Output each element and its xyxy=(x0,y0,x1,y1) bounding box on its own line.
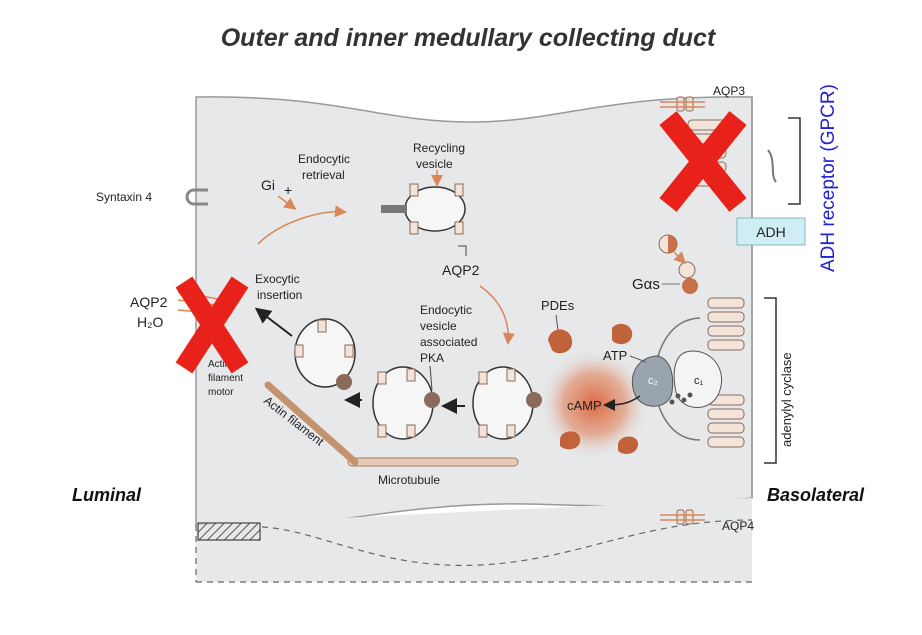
recycling-vesicle-line2: vesicle xyxy=(416,157,453,171)
neighbor-cell-outline xyxy=(261,519,753,567)
microtubule-label: Microtubule xyxy=(378,473,440,487)
luminal-label: Luminal xyxy=(72,485,142,505)
aqp2-left-label: AQP2 xyxy=(130,294,168,310)
red-cross-mark-left xyxy=(175,276,249,374)
actin-motor-line1: Actin xyxy=(208,359,230,370)
pka-vesicle-middle xyxy=(372,366,440,440)
c2-label: c₂ xyxy=(648,375,658,387)
adenylyl-cyclase-bracket xyxy=(764,297,777,464)
endo-pka-line1: Endocytic xyxy=(420,303,472,317)
retrieval-arrow xyxy=(257,205,347,245)
aqp3-channel-icon xyxy=(660,96,705,112)
aqp4-channel-icon xyxy=(660,509,705,525)
retrieval-fragment xyxy=(381,205,407,213)
actin-filament-bar xyxy=(264,381,359,466)
gpcr-bracket xyxy=(788,117,801,205)
gas-label: Gαs xyxy=(632,276,660,293)
exocytic-line1: Exocytic xyxy=(255,272,300,286)
gi-label: Gi xyxy=(261,177,275,193)
exocytic-line2: insertion xyxy=(257,288,302,302)
g-protein-icon xyxy=(658,234,698,294)
basolateral-label: Basolateral xyxy=(767,485,865,505)
pdes-label: PDEs xyxy=(541,298,575,313)
syntaxin-label: Syntaxin 4 xyxy=(96,190,152,204)
aqp2-to-pka-arrow xyxy=(479,285,515,345)
endocytic-retrieval-line2: retrieval xyxy=(302,168,345,182)
gi-arrow xyxy=(277,195,297,210)
microtubule-bar xyxy=(347,457,519,467)
adh-label: ADH xyxy=(756,224,786,240)
aqp2-top-pointer xyxy=(458,245,467,256)
aqp4-label: AQP4 xyxy=(722,519,754,533)
red-cross-mark-right xyxy=(659,111,747,212)
cell-lower-body xyxy=(196,498,752,582)
h2o-label: H₂O xyxy=(137,314,164,330)
recycling-vesicle-line1: Recycling xyxy=(413,141,465,155)
gi-plus: + xyxy=(284,182,292,198)
actin-motor-line3: motor xyxy=(208,387,234,398)
exocytic-arrow xyxy=(254,307,293,337)
endo-pka-line3: associated xyxy=(420,335,477,349)
actin-motor-line2: filament xyxy=(208,373,243,384)
aqp3-label: AQP3 xyxy=(713,84,745,98)
syntaxin-icon xyxy=(185,188,208,206)
adh-receptor-note: ADH receptor (GPCR) xyxy=(818,84,839,272)
recycling-vesicle xyxy=(404,183,466,235)
camp-label: cAMP xyxy=(567,398,602,413)
adh-box xyxy=(736,217,806,246)
atp-pointer xyxy=(629,355,647,363)
adenylyl-cyclase-label: adenylyl cyclase xyxy=(779,352,794,447)
cyclase-catalytic-domains xyxy=(632,350,723,408)
endocytic-retrieval-line1: Endocytic xyxy=(298,152,350,166)
endo-pka-line4: PKA xyxy=(420,351,444,365)
atp-label: ATP xyxy=(603,348,627,363)
tight-junction xyxy=(197,522,261,541)
atp-to-camp-arrow xyxy=(603,395,641,411)
pka-vesicle-right xyxy=(472,366,542,440)
c1-label: c₁ xyxy=(694,375,704,387)
diagram-title: Outer and inner medullary collecting duc… xyxy=(221,24,717,52)
camp-glow xyxy=(538,348,650,460)
exocytic-vesicle xyxy=(294,318,356,390)
pde-enzymes xyxy=(548,323,638,454)
endo-pka-line2: vesicle xyxy=(420,319,457,333)
pka-pointer xyxy=(429,365,433,391)
aqp2-top-label: AQP2 xyxy=(442,262,480,278)
pdes-pointer xyxy=(555,314,559,331)
